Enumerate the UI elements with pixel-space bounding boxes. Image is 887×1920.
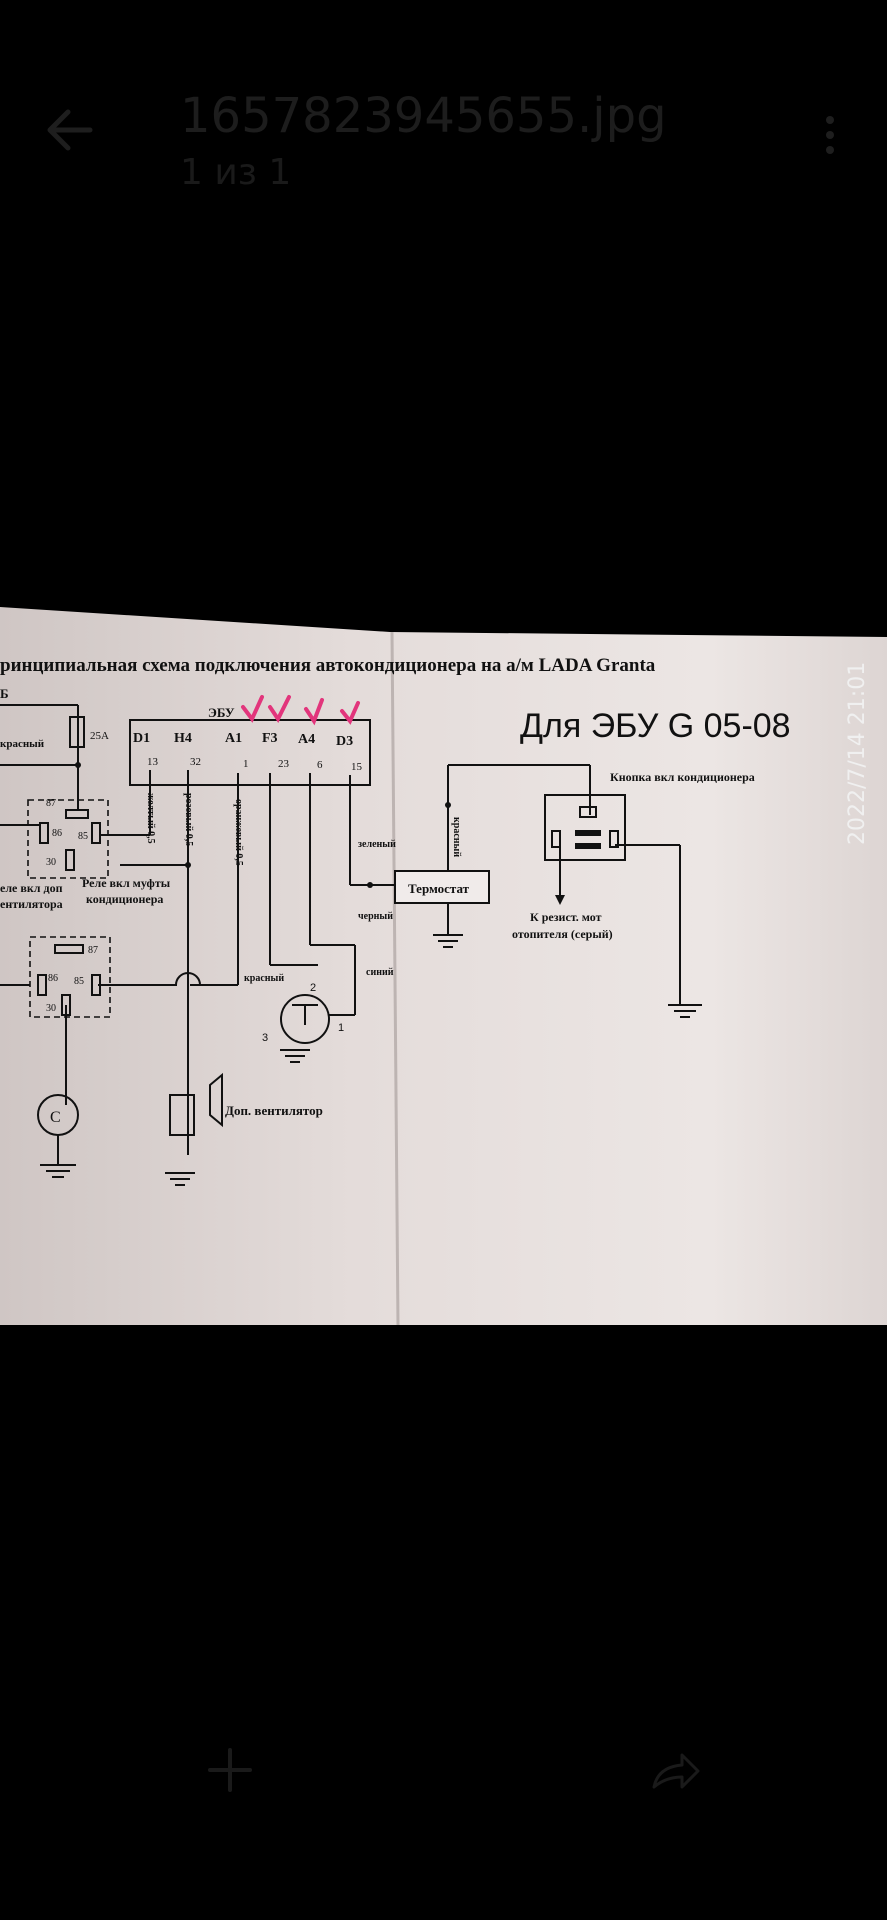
wire-black-label: черный (358, 911, 393, 922)
wire-red-sensor-label: красный (244, 973, 284, 984)
viewer-toolbar: 1657823945655.jpg 1 из 1 (0, 0, 887, 240)
resistor-label-1: К резист. мот (530, 910, 602, 924)
wire-yellow-label: желтый 0,5 (145, 793, 156, 844)
wire-green-label: зеленый (358, 839, 396, 850)
wiring-diagram: ринципиальная схема подключения автоконд… (0, 607, 887, 1325)
ecu-note: Для ЭБУ G 05-08 (520, 707, 791, 745)
file-name: 1657823945655.jpg (180, 88, 667, 144)
relay1-pin-85: 85 (78, 831, 88, 842)
share-arrow-icon (652, 1753, 700, 1789)
pin-a4: A4 (298, 732, 315, 747)
plus-icon (208, 1748, 252, 1792)
fan-label: Доп. вентилятор (225, 1103, 323, 1118)
relay2-label-2: кондиционера (86, 892, 163, 906)
pin-f3: F3 (262, 731, 278, 746)
relay1-pin-86: 86 (52, 828, 62, 839)
relay1-pin-30: 30 (46, 857, 56, 868)
add-button[interactable] (195, 1735, 265, 1805)
resistor-label-2: отопителя (серый) (512, 927, 613, 941)
more-vertical-icon (826, 116, 834, 154)
ecu-label: ЭБУ (208, 705, 235, 720)
button-label: Кнопка вкл кондиционера (610, 770, 755, 784)
relay1-label-2: ентилятора (0, 897, 63, 911)
diagram-heading: ринципиальная схема подключения автоконд… (0, 655, 656, 676)
relay1-pin-87: 87 (46, 798, 56, 809)
pin-d3: D3 (336, 734, 353, 749)
photo-image[interactable]: ринципиальная схема подключения автоконд… (0, 595, 887, 1325)
akb-label: Б (0, 686, 9, 701)
more-options-button[interactable] (810, 110, 850, 160)
share-button[interactable] (640, 1735, 710, 1805)
pin-num-23: 23 (278, 758, 290, 770)
compressor-label: С (50, 1109, 61, 1126)
relay2-pin-30: 30 (46, 1003, 56, 1014)
pin-h4: H4 (174, 731, 192, 746)
relay2-pin-86: 86 (48, 973, 58, 984)
pin-num-32: 32 (190, 756, 201, 768)
back-button[interactable] (40, 100, 100, 160)
fuse-label: 25А (90, 730, 109, 742)
pin-num-15: 15 (351, 761, 363, 773)
sensor-pin-1: 1 (338, 1022, 344, 1034)
pin-a1: A1 (225, 731, 242, 746)
sensor-pin-2: 2 (310, 982, 316, 994)
wire-red-vert-label: красный (451, 817, 462, 857)
relay1-label-1: еле вкл доп (0, 881, 63, 895)
pin-num-13: 13 (147, 756, 159, 768)
wire-blue-label: синий (366, 967, 394, 978)
relay2-pin-87: 87 (88, 945, 98, 956)
pin-num-1: 1 (243, 758, 249, 770)
image-counter: 1 из 1 (180, 152, 292, 193)
back-arrow-icon (47, 109, 93, 151)
pin-d1: D1 (133, 731, 150, 746)
relay2-pin-85: 85 (74, 976, 84, 987)
wire-red-top: красный (0, 738, 45, 750)
wire-pink-label: розовый 0,5 (183, 793, 194, 846)
relay2-label-1: Реле вкл муфты (82, 876, 171, 890)
photo-timestamp: 2022/7/14 21:01 (845, 661, 870, 845)
thermostat-label: Термостат (408, 881, 470, 896)
sensor-pin-3: 3 (262, 1032, 268, 1044)
wire-orange-label: оранжевый 0,5 (233, 799, 244, 866)
pin-num-6: 6 (317, 759, 323, 771)
